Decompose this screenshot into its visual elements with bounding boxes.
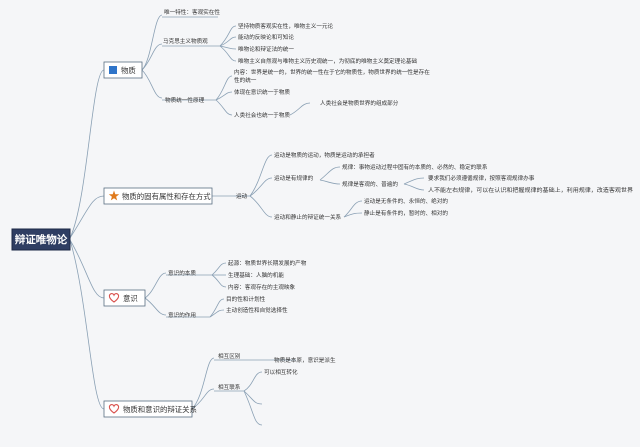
node-label: 性的统一: [234, 76, 257, 84]
node-label: 相互区别: [218, 352, 241, 360]
node-label: 运动是物质的运动，物质是运动的承担者: [274, 151, 375, 159]
node-label: 起源：物质世界长期发展的产物: [228, 259, 307, 267]
node-label: 人类社会是物质世界的组成部分: [320, 99, 399, 107]
node-label: 目的性和计划性: [226, 295, 266, 303]
node-label: 马克思主义物质观: [163, 37, 208, 45]
node-label: 人类社会也统一于物质: [234, 111, 290, 119]
node-label: 相互联系: [218, 383, 241, 391]
branch-label-matter: 物质: [121, 66, 136, 75]
node-label: 意识的本质: [168, 269, 196, 277]
connector-lines: [69, 14, 425, 426]
branch-label-motion: 物质的固有属性和存在方式: [122, 192, 211, 201]
node-label: 运动是有规律的: [274, 174, 314, 182]
node-label: 坚持物质客观实在性，唯物主义一元论: [238, 22, 334, 30]
node-label: 意识的作用: [168, 311, 196, 319]
node-label: 人不能左右规律，可以在认识和把握规律的基础上，利用规律，改造客观世界: [428, 186, 633, 194]
node-label: 主动创造性和自觉选择性: [226, 306, 288, 314]
node-label: 运动: [236, 192, 248, 200]
node-label: 唯物主义自然观与唯物主义历史观统一，为彻底的唯物主义奠定理论基础: [238, 57, 417, 65]
branch-node-motion[interactable]: 物质的固有属性和存在方式: [103, 187, 213, 205]
node-label: 规律：事物运动过程中固有的本质的、必然的、稳定的联系: [342, 163, 488, 171]
root-label: 辩证唯物论: [15, 233, 68, 246]
node-label: 要求我们必须遵循规律，按照客观规律办事: [428, 174, 535, 182]
blue-square-icon: [109, 66, 117, 74]
node-label: 体现在意识统一于物质: [234, 88, 290, 96]
node-label: 内容：世界是统一的，世界的统一性在于它的物质性，物质世界的统一性是存在: [234, 68, 430, 76]
node-label: 唯一特性：客观实在性: [164, 8, 220, 16]
branch-node-relation[interactable]: 物质和意识的辩证关系: [103, 400, 197, 418]
branch-label-consciousness: 意识: [123, 294, 138, 303]
node-label: 规律是客观的、普遍的: [342, 180, 398, 188]
node-label: 可以相互转化: [264, 368, 298, 376]
node-label: 唯物论和辩证法的统一: [238, 45, 294, 53]
heart-icon: [108, 293, 120, 303]
node-label: 运动和静止的辩证统一关系: [274, 213, 342, 221]
branch-node-matter[interactable]: 物质: [103, 61, 143, 79]
heart-icon: [108, 404, 120, 414]
branch-node-consciousness[interactable]: 意识: [103, 289, 146, 307]
orange-star-icon: [108, 190, 120, 201]
node-label: 能动的反映论和可知论: [238, 33, 294, 41]
node-label: 运动是无条件的、永恒的、绝对的: [364, 197, 448, 205]
root-node[interactable]: 辩证唯物论: [11, 228, 71, 251]
node-label: 静止是有条件的，暂时的、相对的: [364, 209, 448, 217]
branch-label-relation: 物质和意识的辩证关系: [123, 405, 197, 414]
node-label: 物质是本原，意识是派生: [274, 356, 336, 364]
node-label: 内容：客观存在的主观映象: [228, 283, 296, 291]
node-label: 生理基础：人脑的机能: [228, 271, 284, 279]
node-label: 物质统一性原理: [165, 96, 205, 104]
